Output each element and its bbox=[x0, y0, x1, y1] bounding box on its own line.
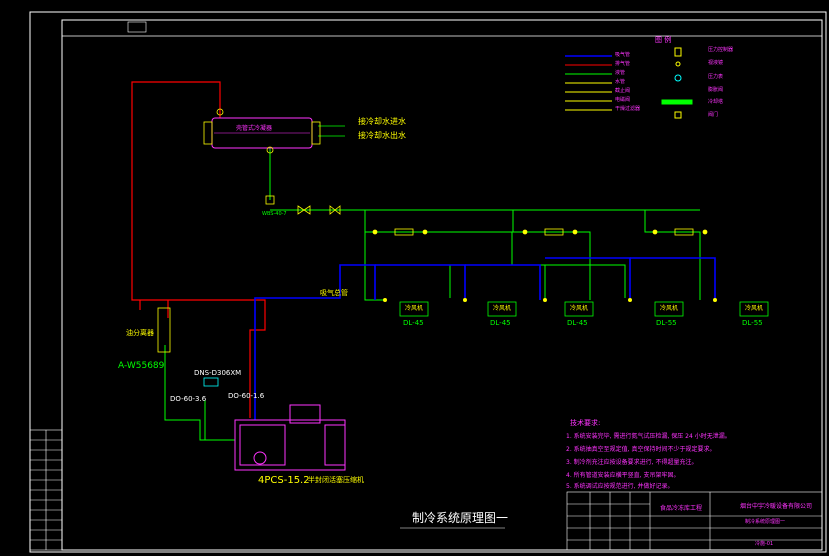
evaporator-5-unit: 冷风机 bbox=[745, 305, 764, 312]
water-in-label: 接冷却水进水 bbox=[358, 117, 406, 126]
notes-title: 技术要求: bbox=[570, 419, 601, 427]
evaporator-boxes bbox=[399, 301, 769, 317]
legend-right-1: 视液镜 bbox=[708, 60, 724, 66]
note-line-5: 5. 系统调试应按规范进行, 并做好记录。 bbox=[566, 483, 674, 490]
oil-separator-label: A-W55689 bbox=[118, 361, 165, 371]
note-line-3: 3. 制冷剂充注应按设备要求进行, 不得超量充注。 bbox=[566, 459, 698, 466]
legend-left-2: 液管 bbox=[615, 70, 626, 76]
note-line-2: 2. 系统抽真空至规定值, 真空保持时间不少于规定要求。 bbox=[566, 446, 716, 453]
legend-title: 图 例 bbox=[655, 36, 672, 44]
water-out-label: 接冷却水出水 bbox=[358, 131, 406, 140]
evaporator-1-model: DL-45 bbox=[403, 319, 424, 327]
suction-main-label: 吸气总管 bbox=[320, 289, 348, 297]
evaporator-3-model: DL-45 bbox=[567, 319, 588, 327]
filter-label: DNS-D306XM bbox=[194, 369, 242, 377]
legend-right-0: 压力控制器 bbox=[708, 47, 734, 53]
title-block-frame bbox=[566, 491, 823, 551]
valve-left-label: DO-60-3.6 bbox=[170, 395, 207, 403]
side-index-table bbox=[29, 429, 63, 551]
outer-frame bbox=[29, 11, 827, 553]
legend-left-0: 吸气管 bbox=[615, 52, 631, 58]
legend-right-2: 压力表 bbox=[708, 74, 724, 80]
legend-symbols bbox=[565, 47, 693, 119]
oil-separator-desc: 油分离器 bbox=[126, 329, 154, 337]
title-block-drawing-name: 制冷系统原理图一 bbox=[745, 519, 786, 525]
condenser bbox=[203, 108, 321, 154]
legend-left-4: 截止阀 bbox=[615, 88, 631, 94]
suction-line bbox=[254, 55, 716, 420]
compressor bbox=[234, 404, 346, 471]
evaporator-3-unit: 冷风机 bbox=[570, 305, 589, 312]
evaporator-2-unit: 冷风机 bbox=[493, 305, 512, 312]
title-block-project: 食品冷冻库工程 bbox=[660, 505, 703, 512]
legend-left-3: 水管 bbox=[615, 79, 626, 85]
legend-left-6: 干燥过滤器 bbox=[615, 106, 641, 112]
evaporator-4-model: DL-55 bbox=[656, 319, 677, 327]
oil-separator-shape bbox=[157, 307, 171, 353]
legend-right-4: 冷却塔 bbox=[708, 99, 724, 105]
compressor-desc: 半封闭活塞压缩机 bbox=[308, 476, 364, 484]
evaporator-2-model: DL-45 bbox=[490, 319, 511, 327]
drawing-title: 制冷系统原理图一 bbox=[412, 511, 509, 525]
legend-left-5: 电磁阀 bbox=[615, 97, 631, 103]
note-line-4: 4. 所有管道安装应横平竖直, 支吊架牢固。 bbox=[566, 472, 680, 479]
evaporator-5-model: DL-55 bbox=[742, 319, 763, 327]
title-block-company: 烟台中宇冷暖设备有限公司 bbox=[740, 503, 813, 510]
title-block-drawing-no: 冷施-01 bbox=[755, 541, 774, 547]
evaporator-1-unit: 冷风机 bbox=[405, 305, 424, 312]
legend-right-3: 膨胀阀 bbox=[708, 87, 724, 93]
legend-right-5: 阀门 bbox=[708, 112, 719, 118]
expansion-valve-label: WBS-40-7 bbox=[262, 211, 287, 217]
legend-left-1: 排气管 bbox=[615, 61, 631, 67]
discharge-line bbox=[131, 81, 266, 418]
compressor-label: 4PCS-15.2 bbox=[258, 475, 310, 486]
evaporator-4-unit: 冷风机 bbox=[660, 305, 679, 312]
valve-right-label: DO-60-1.6 bbox=[228, 392, 265, 400]
condenser-desc: 壳管式冷凝器 bbox=[236, 125, 273, 132]
note-line-1: 1. 系统安装完毕, 需进行氮气试压检漏, 保压 24 小时无泄漏。 bbox=[566, 433, 731, 440]
